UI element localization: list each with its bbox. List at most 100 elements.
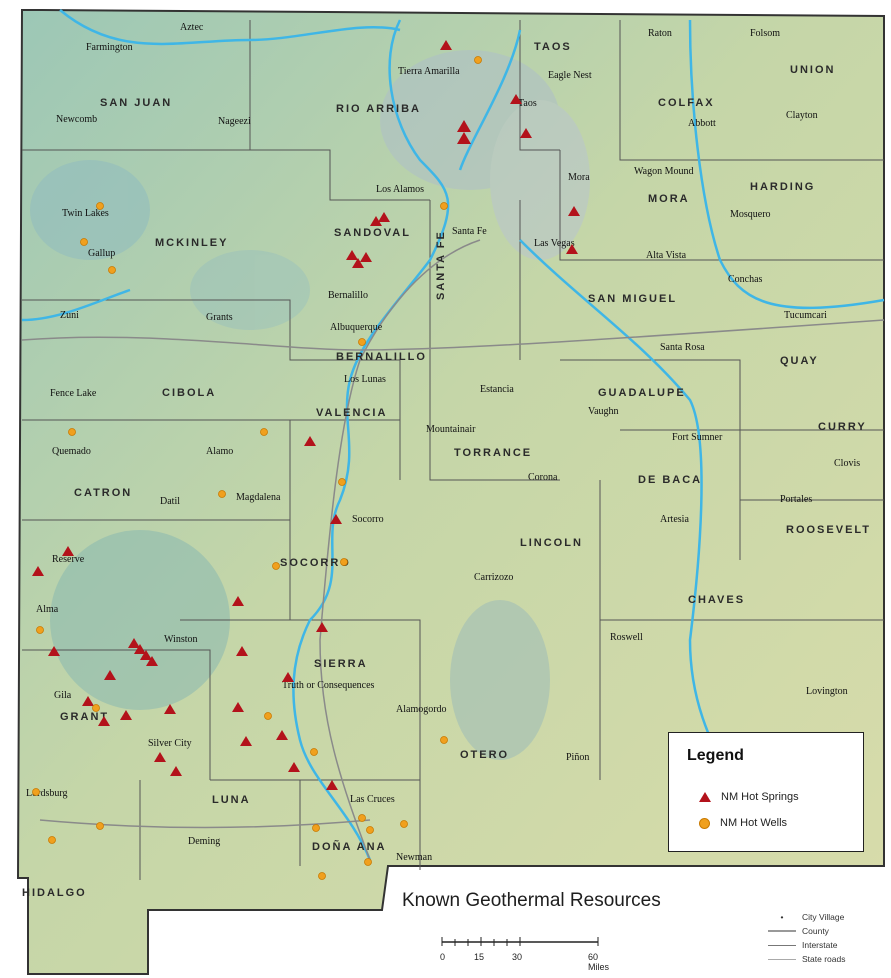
hot-spring-marker [134, 644, 146, 654]
hot-spring-marker [170, 766, 182, 776]
hot-spring-marker [316, 622, 328, 632]
hot-wells-markers [32, 56, 482, 880]
town-label: Clayton [786, 110, 818, 121]
hot-well-marker [92, 704, 100, 712]
hot-spring-marker [510, 94, 522, 104]
hot-spring-marker [326, 780, 338, 790]
hot-spring-marker [104, 670, 116, 680]
hot-well-marker [218, 490, 226, 498]
town-label: Reserve [52, 554, 85, 565]
town-label: Vaughn [588, 406, 619, 417]
town-label: Los Lunas [344, 374, 386, 385]
county-label: CURRY [818, 421, 867, 433]
city-dot-icon: • [780, 912, 784, 922]
key-label: Interstate [802, 940, 838, 950]
hot-spring-marker [282, 672, 294, 682]
town-label: Las Vegas [534, 238, 575, 249]
hot-spring-marker [304, 436, 316, 446]
county-label: HIDALGO [22, 887, 87, 899]
town-label: Bernalillo [328, 290, 368, 301]
hot-spring-marker [440, 40, 452, 50]
county-line-icon [768, 930, 796, 932]
town-label: Tucumcari [784, 310, 827, 321]
county-label: QUAY [780, 355, 819, 367]
town-label: Fort Sumner [672, 432, 723, 443]
town-label: Santa Rosa [660, 342, 705, 353]
town-label: Eagle Nest [548, 70, 592, 81]
county-label: LUNA [212, 794, 251, 806]
hot-spring-marker [164, 704, 176, 714]
county-label: VALENCIA [316, 407, 387, 419]
hot-well-marker [474, 56, 482, 64]
town-label: Grants [206, 312, 233, 323]
town-label: Folsom [750, 28, 780, 39]
scale-tick-label: 30 [512, 952, 523, 962]
hot-spring-marker [566, 244, 578, 254]
road-line-icon [768, 958, 796, 960]
scale-tick-label: 0 [440, 952, 446, 962]
county-label: HARDING [750, 181, 815, 193]
town-label: Silver City [148, 738, 192, 749]
hot-spring-marker [240, 736, 252, 746]
hot-springs-markers [32, 40, 580, 790]
hot-spring-marker [232, 596, 244, 606]
county-label: GRANT [60, 711, 109, 723]
county-label: MORA [648, 193, 690, 205]
hot-spring-marker [140, 650, 152, 660]
hot-well-marker [400, 820, 408, 828]
town-labels: Farmington Aztec Raton Folsom Newcomb Na… [26, 22, 860, 863]
town-label: Socorro [352, 514, 384, 525]
county-label: SANTA FE [435, 230, 447, 300]
scale-bar: 0 15 30 60 Miles [438, 934, 610, 974]
town-label: Conchas [728, 274, 763, 285]
town-label: Carrizozo [474, 572, 513, 583]
hot-spring-marker [520, 128, 532, 138]
county-label: SOCORRO [280, 557, 351, 569]
county-label: ROOSEVELT [786, 524, 871, 536]
town-label: Los Alamos [376, 184, 424, 195]
hot-well-marker [310, 748, 318, 756]
hot-spring-marker [98, 716, 110, 726]
scale-tick-label: 60 Miles [588, 952, 610, 972]
town-label: Farmington [86, 42, 133, 53]
key-label: County [802, 926, 829, 936]
hot-well-marker [364, 858, 372, 866]
hot-well-marker [340, 558, 348, 566]
town-label: Lordsburg [26, 788, 67, 799]
county-label: GUADALUPE [598, 387, 686, 399]
town-label: Alamogordo [396, 704, 447, 715]
town-label: Quemado [52, 446, 91, 457]
county-label: SIERRA [314, 658, 368, 670]
key-item-county: County [768, 924, 888, 938]
legend-item-hot-springs: NM Hot Springs [699, 791, 799, 803]
town-label: Magdalena [236, 492, 281, 503]
hot-spring-marker [32, 566, 44, 576]
hot-spring-marker [457, 120, 471, 132]
town-label: Taos [518, 98, 537, 109]
hot-well-marker [32, 788, 40, 796]
interstates [21, 239, 885, 861]
town-label: Las Cruces [350, 794, 395, 805]
town-label: Aztec [180, 22, 204, 33]
town-label: Tierra Amarilla [398, 66, 460, 77]
county-label: CIBOLA [162, 387, 216, 399]
hot-spring-marker [62, 546, 74, 556]
town-label: Mora [568, 172, 590, 183]
town-label: Mountainair [426, 424, 476, 435]
county-label: MCKINLEY [155, 237, 228, 249]
hot-well-marker [80, 238, 88, 246]
county-label: COLFAX [658, 97, 715, 109]
county-label: SANDOVAL [334, 227, 411, 239]
county-label: TAOS [534, 41, 572, 53]
hot-spring-marker [457, 132, 471, 144]
hot-well-marker [96, 202, 104, 210]
town-label: Abbott [688, 118, 716, 129]
hot-well-marker [108, 266, 116, 274]
hot-well-marker [68, 428, 76, 436]
legend-title: Legend [687, 747, 744, 764]
hot-well-marker [318, 872, 326, 880]
town-label: Corona [528, 472, 558, 483]
interstate-line-icon [768, 944, 796, 946]
hot-well-marker [96, 822, 104, 830]
legend-label: NM Hot Wells [720, 817, 788, 829]
